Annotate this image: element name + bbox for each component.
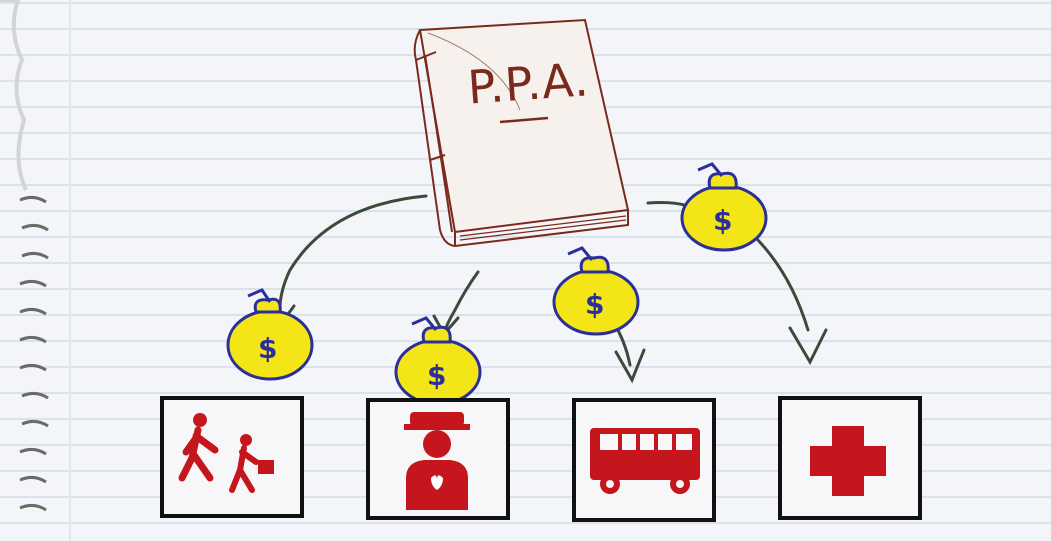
bag-3-symbol: $: [585, 288, 604, 321]
arrow-to-bag-2: [444, 270, 480, 330]
book-title: P.P.A.: [466, 52, 591, 114]
bag-4-symbol: $: [713, 204, 732, 237]
bag-2-symbol: $: [427, 359, 446, 392]
recipient-box-health: [778, 396, 922, 520]
money-bag-1: $: [226, 288, 314, 381]
bag-1-symbol: $: [258, 332, 277, 365]
bus-icon: [590, 428, 700, 494]
money-bag-3: $: [552, 246, 640, 336]
recipient-box-police: [366, 398, 510, 520]
arrow-to-bag-1: [278, 194, 428, 320]
police-officer-icon: [404, 412, 470, 510]
spiral-edge: [0, 0, 49, 512]
medical-cross-icon: [810, 426, 886, 496]
money-bag-4: $: [680, 162, 768, 252]
recipient-box-transit: [572, 398, 716, 522]
school-crossing-icon: [178, 413, 274, 493]
law-book-icon: P.P.A.: [413, 18, 630, 248]
recipient-box-school: [160, 396, 304, 518]
money-bag-2: $: [394, 316, 482, 406]
